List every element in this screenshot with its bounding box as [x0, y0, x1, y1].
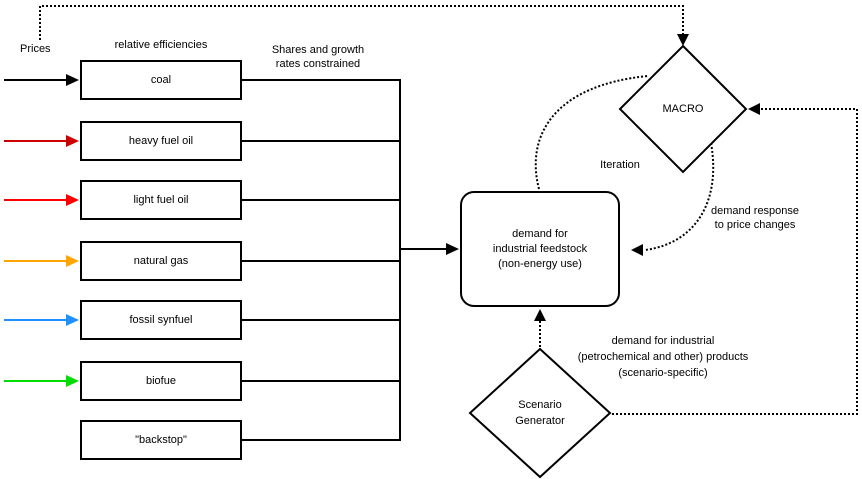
dotted-scenario-to-demand-head	[534, 309, 546, 321]
demand-response-label: demand response to price changes	[699, 204, 811, 232]
price-arrow-natural-gas-head	[66, 255, 79, 267]
price-arrow-fossil-synfuel-head	[66, 314, 79, 326]
dotted-scenario-to-macro	[612, 108, 858, 415]
demand-node-line2: industrial feedstock	[492, 242, 588, 255]
dotted-prices-to-macro-head	[677, 34, 689, 46]
fuel-box-natural-gas-label: natural gas	[133, 255, 189, 267]
dotted-macro-to-demand-arc	[644, 142, 715, 251]
scenario-demand-label: demand for industrial (petrochemical and…	[535, 333, 791, 381]
shares-constrained-label: Shares and growth rates constrained	[250, 43, 386, 71]
price-arrow-light-fuel-oil-head	[66, 194, 79, 206]
scenario-demand-line2: (petrochemical and other) products	[577, 351, 749, 363]
demand-node-line1: demand for	[512, 227, 568, 240]
fuel-box-coal-label: coal	[150, 74, 172, 86]
dotted-scenario-to-macro-head	[748, 103, 760, 115]
shares-constrained-line2: rates constrained	[275, 58, 361, 70]
arrow-bus-to-demand-head	[446, 243, 459, 255]
dotted-macro-to-demand-head	[631, 244, 643, 256]
fuel-box-light-fuel-oil-label: light fuel oil	[133, 194, 189, 206]
demand-node: demand for industrial feedstock (non-ene…	[460, 191, 620, 307]
fuel-box-natural-gas: natural gas	[80, 241, 242, 281]
fuel-box-fossil-synfuel-label: fossil synfuel	[129, 314, 193, 326]
scenario-node-line1: Scenario	[518, 399, 562, 411]
fuel-box-coal: coal	[80, 60, 242, 100]
demand-response-line1: demand response	[710, 205, 800, 217]
scenario-demand-line3: (scenario-specific)	[618, 367, 708, 379]
iteration-label: Iteration	[600, 159, 640, 171]
macro-diamond	[618, 44, 748, 174]
scenario-node-label: Scenario Generator	[490, 397, 590, 429]
shares-constrained-line1: Shares and growth	[271, 44, 365, 56]
price-arrow-heavy-fuel-oil-head	[66, 135, 79, 147]
macro-node-label: MACRO	[662, 103, 704, 115]
dotted-demand-to-macro-arc	[534, 75, 649, 190]
fuel-box-light-fuel-oil: light fuel oil	[80, 180, 242, 220]
scenario-node-line2: Generator	[515, 415, 565, 427]
fuel-box-fossil-synfuel: fossil synfuel	[80, 300, 242, 340]
fuel-box-backstop-label: "backstop"	[135, 434, 187, 446]
fuel-box-heavy-fuel-oil: heavy fuel oil	[80, 121, 242, 161]
scenario-generator-diamond	[468, 347, 612, 479]
fuel-box-heavy-fuel-oil-label: heavy fuel oil	[128, 135, 194, 147]
price-arrow-coal-head	[66, 74, 79, 86]
fuel-box-biofuel-label: biofue	[146, 375, 176, 387]
prices-label: Prices	[20, 43, 51, 55]
demand-node-line3: (non-energy use)	[498, 257, 582, 270]
dotted-prices-to-macro	[39, 5, 684, 40]
demand-response-line2: to price changes	[714, 219, 796, 231]
fuel-box-biofuel: biofue	[80, 361, 242, 401]
price-arrow-biofuel-head	[66, 375, 79, 387]
fuel-box-backstop: "backstop"	[80, 420, 242, 460]
scenario-demand-line1: demand for industrial	[611, 335, 715, 347]
relative-efficiencies-label: relative efficiencies	[114, 39, 208, 51]
